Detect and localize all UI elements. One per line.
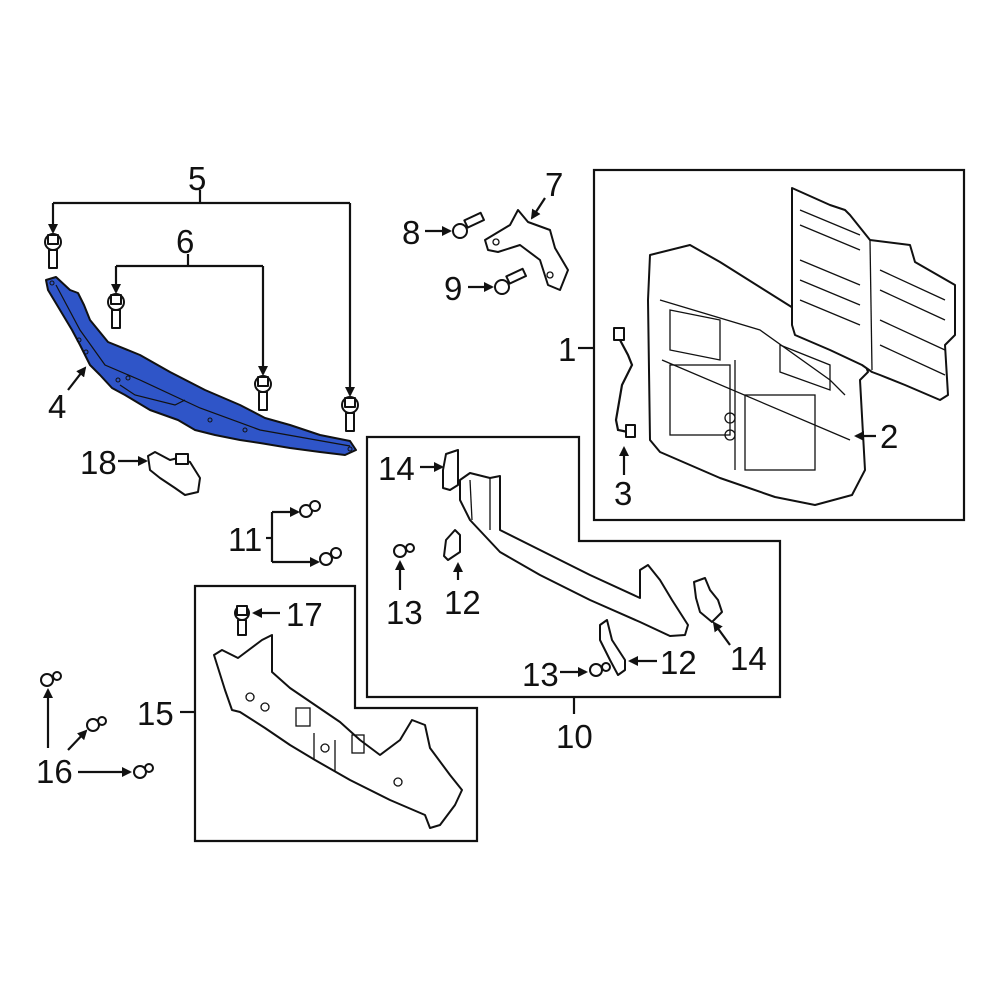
- callout-18[interactable]: 18: [80, 444, 117, 481]
- push-pin-icon: [40, 671, 62, 687]
- clip-icon: [319, 547, 342, 566]
- bolt-icon: [452, 211, 486, 239]
- callout-3[interactable]: 3: [614, 475, 632, 512]
- push-pin-icon: [133, 763, 154, 779]
- bolt-icon: [44, 233, 62, 269]
- wiring-harness-drawing[interactable]: [613, 327, 636, 438]
- grille-shutter-drawing[interactable]: [791, 187, 956, 401]
- bracket-small: [599, 619, 626, 676]
- lower-deflector-drawing[interactable]: [459, 472, 689, 637]
- assembly-box-10: [365, 435, 782, 699]
- bolt-icon: [494, 267, 528, 295]
- callout-14-a[interactable]: 13: [386, 594, 423, 631]
- push-pin-icon: [589, 662, 611, 677]
- bracket-small: [693, 577, 723, 623]
- bracket-small: [443, 529, 461, 561]
- push-pin-icon: [86, 716, 107, 732]
- upper-tie-bar-highlighted[interactable]: [45, 276, 357, 456]
- bracket-drawing[interactable]: [484, 209, 569, 291]
- callout-9[interactable]: 9: [444, 270, 462, 307]
- callout-12-a[interactable]: 12: [444, 584, 481, 621]
- callout-17[interactable]: 17: [286, 596, 323, 633]
- bolt-icon: [107, 293, 125, 329]
- callout-13-b[interactable]: 14: [730, 640, 767, 677]
- lower-support-drawing[interactable]: [213, 634, 463, 829]
- callout-5[interactable]: 5: [188, 160, 206, 197]
- callout-1[interactable]: 1: [558, 331, 576, 368]
- callout-15[interactable]: 15: [137, 695, 174, 732]
- radiator-support-drawing[interactable]: [647, 244, 869, 506]
- callout-2[interactable]: 2: [880, 418, 898, 455]
- callout-10[interactable]: 10: [556, 718, 593, 755]
- assembly-box-1: [592, 168, 966, 522]
- clip-icon: [299, 500, 321, 518]
- callout-6[interactable]: 6: [176, 223, 194, 260]
- assembly-box-15: [193, 584, 479, 843]
- callout-16[interactable]: 16: [36, 753, 73, 790]
- sensor-drawing[interactable]: [147, 451, 201, 496]
- callout-8[interactable]: 8: [402, 214, 420, 251]
- callout-13-a[interactable]: 14: [378, 450, 415, 487]
- callout-12-b[interactable]: 12: [660, 644, 697, 681]
- callout-14-b[interactable]: 13: [522, 656, 559, 693]
- bolt-icon: [254, 375, 272, 411]
- callout-4[interactable]: 4: [48, 388, 66, 425]
- push-pin-icon: [393, 543, 415, 558]
- bracket-small: [442, 449, 459, 491]
- callout-7[interactable]: 7: [545, 166, 563, 203]
- callout-11[interactable]: 11: [228, 521, 262, 558]
- bolt-icon: [234, 605, 250, 636]
- bolt-icon: [341, 396, 359, 432]
